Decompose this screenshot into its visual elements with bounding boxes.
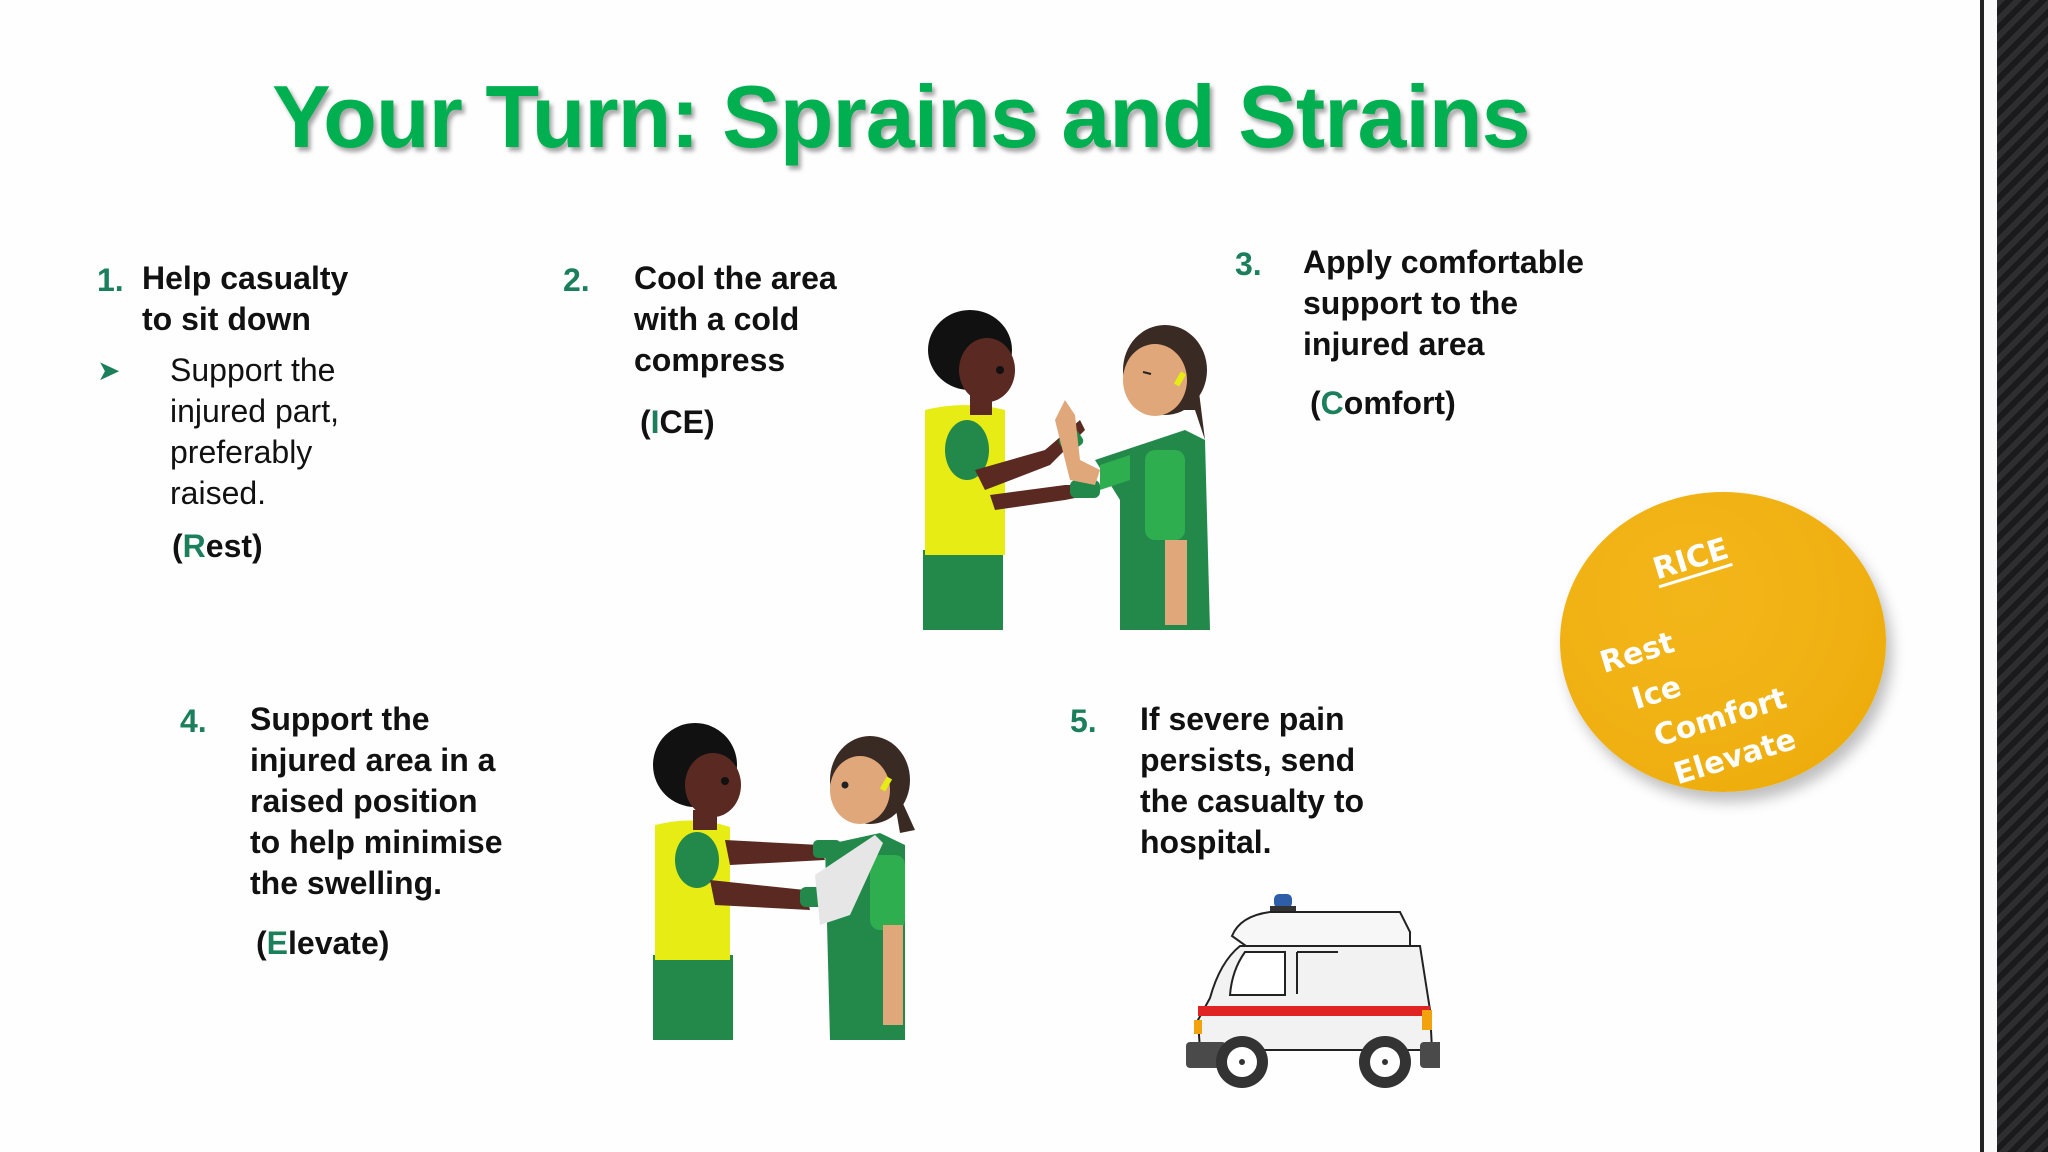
step-4-line: the swelling. <box>250 865 443 901</box>
rice-item-ice: Ice <box>1628 669 1686 718</box>
rice-title: RICE <box>1648 531 1733 588</box>
tag-paren: ( <box>172 528 183 564</box>
step-2-line: compress <box>634 342 786 378</box>
arrow-bullet-icon: ➤ <box>97 355 121 386</box>
step-5-text: If severe pain persists, send the casual… <box>1140 699 1364 863</box>
tag-letter: C <box>1320 385 1344 421</box>
step-1-sub-bullet: Support the injured part, preferably rai… <box>170 350 339 514</box>
tag-rest: est) <box>205 528 263 564</box>
step-3-line: support to the <box>1303 285 1519 321</box>
tag-paren: ( <box>640 404 651 440</box>
tag-rest: omfort) <box>1343 385 1456 421</box>
sub-bullet-line: preferably <box>170 434 313 470</box>
tag-letter: E <box>266 925 288 961</box>
first-aider-figure <box>653 723 841 1040</box>
step-3-line: injured area <box>1303 326 1485 362</box>
siren-light <box>1274 894 1292 908</box>
wheel-front <box>1216 1036 1268 1088</box>
casualty-figure <box>815 736 915 1040</box>
tag-paren: ( <box>256 925 267 961</box>
step-5-line: If severe pain <box>1140 701 1345 737</box>
step-4-rice-tag: (Elevate) <box>256 925 389 962</box>
red-stripe <box>1198 1006 1430 1016</box>
step-2-line: with a cold <box>634 301 800 337</box>
background-texture-strip <box>1997 0 2048 1152</box>
sub-bullet-line: raised. <box>170 475 267 511</box>
sub-bullet-line: Support the <box>170 352 336 388</box>
slide-title: Your Turn: Sprains and Strains <box>272 67 1531 166</box>
step-2-rice-tag: (ICE) <box>640 404 715 441</box>
step-1-number: 1. <box>97 262 124 298</box>
first-aider-wrist-illustration <box>923 310 1210 630</box>
step-1-text: Help casualty to sit down <box>142 258 348 340</box>
step-5-line: hospital. <box>1140 824 1272 860</box>
step-1-rice-tag: (Rest) <box>172 528 263 565</box>
step-1-line: Help casualty <box>142 260 349 296</box>
ambulance-illustration <box>1186 894 1440 1088</box>
sub-bullet-line: injured part, <box>170 393 339 429</box>
step-4-line: injured area in a <box>250 742 496 778</box>
step-4-line: Support the <box>250 701 430 737</box>
tag-rest: CE) <box>659 404 715 440</box>
first-aider-figure <box>923 310 1100 630</box>
tag-letter: R <box>182 528 206 564</box>
wheel-rear <box>1359 1036 1411 1088</box>
step-4-text: Support the injured area in a raised pos… <box>250 699 502 904</box>
slide-edge-line <box>1980 0 1984 1152</box>
step-5-line: the casualty to <box>1140 783 1365 819</box>
tag-paren: ( <box>1310 385 1321 421</box>
step-3-line: Apply comfortable <box>1303 244 1584 280</box>
tag-letter: I <box>650 404 660 440</box>
step-1-line: to sit down <box>142 301 311 337</box>
step-3-rice-tag: (Comfort) <box>1310 385 1456 422</box>
rice-badge: RICE Rest Ice Comfort Elevate <box>1560 492 1886 792</box>
step-4-line: raised position <box>250 783 478 819</box>
step-3-text: Apply comfortable support to the injured… <box>1303 242 1584 365</box>
first-aider-sling-illustration <box>653 723 915 1040</box>
rice-badge-text: RICE Rest Ice Comfort Elevate <box>1523 451 1922 833</box>
casualty-figure <box>1055 325 1210 630</box>
step-4-line: to help minimise <box>250 824 503 860</box>
tag-rest: levate) <box>288 925 390 961</box>
step-2-line: Cool the area <box>634 260 837 296</box>
step-3-number: 3. <box>1235 246 1262 282</box>
step-5-number: 5. <box>1070 703 1097 739</box>
slide: Your Turn: Sprains and Strains 1. Help c… <box>97 67 1886 1088</box>
slide-edge-gap <box>1984 0 1997 1152</box>
step-5-line: persists, send <box>1140 742 1356 778</box>
step-2-number: 2. <box>563 262 590 298</box>
step-4-number: 4. <box>180 703 207 739</box>
step-2-text: Cool the area with a cold compress <box>634 258 837 381</box>
